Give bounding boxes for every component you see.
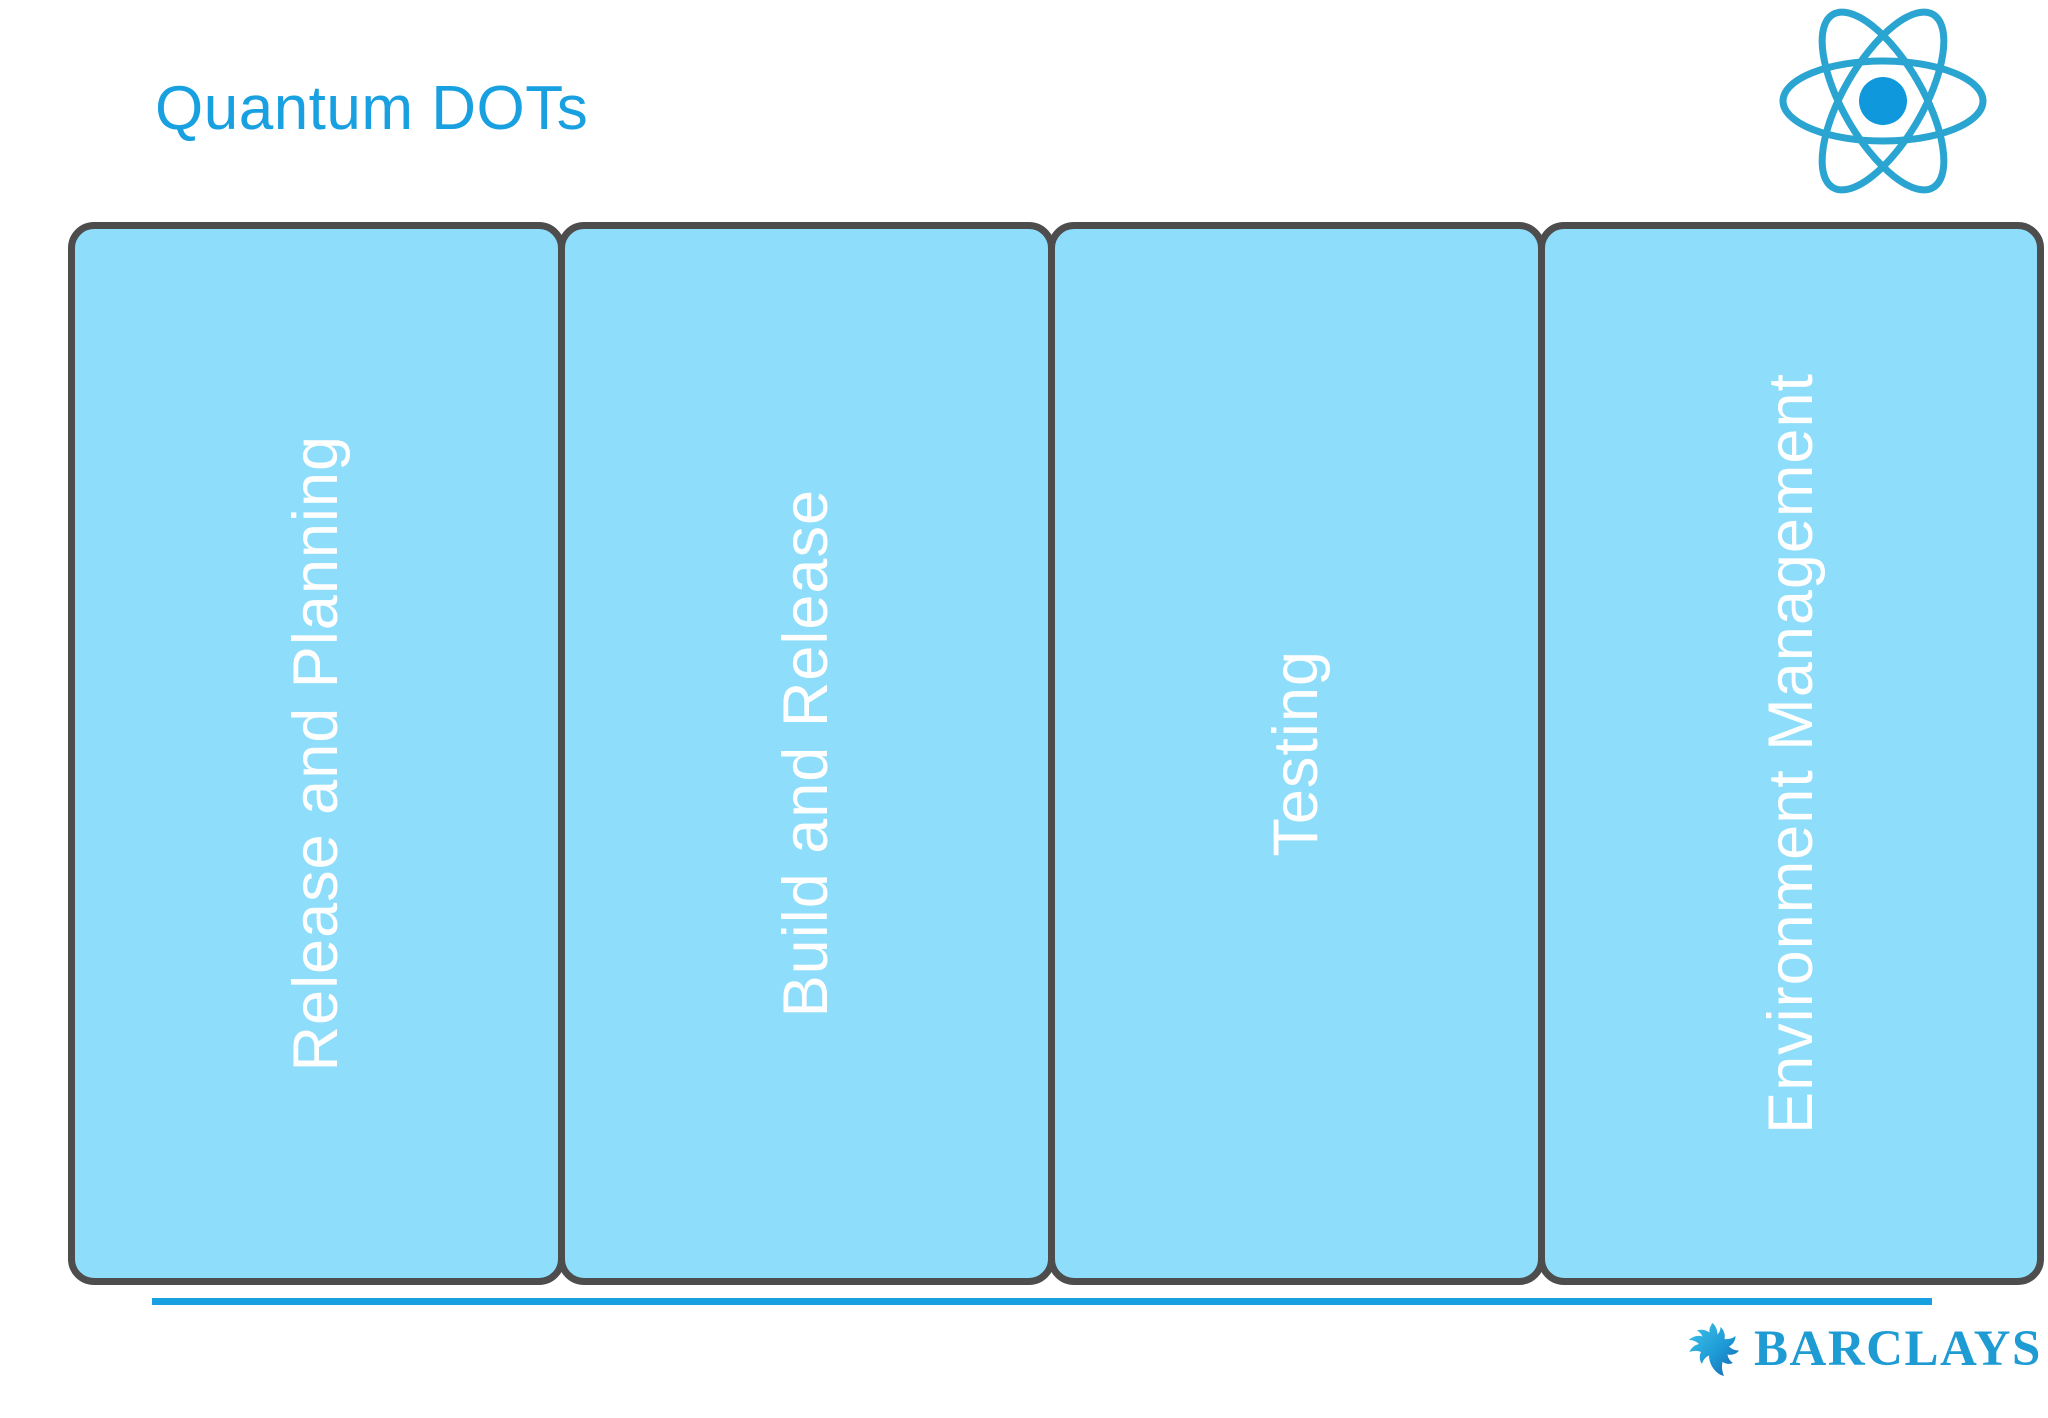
panel-label: Release and Planning (281, 435, 351, 1072)
panel-environment-management[interactable]: Environment Management (1538, 222, 2044, 1285)
process-panel-group: Release and Planning Build and Release T… (68, 222, 2044, 1285)
panel-release-and-planning[interactable]: Release and Planning (68, 222, 565, 1285)
barclays-logo: BARCLAYS (1688, 1318, 2042, 1380)
barclays-eagle-icon (1689, 1323, 1739, 1376)
page-title: Quantum DOTs (155, 74, 589, 143)
barclays-wordmark: BARCLAYS (1754, 1320, 2042, 1377)
panel-testing[interactable]: Testing (1048, 222, 1545, 1285)
panel-label: Testing (1261, 650, 1331, 857)
panel-label: Environment Management (1755, 373, 1826, 1134)
panel-label: Build and Release (771, 489, 841, 1018)
atom-icon (1768, 8, 1998, 194)
accent-divider (152, 1298, 1932, 1305)
panel-build-and-release[interactable]: Build and Release (558, 222, 1055, 1285)
